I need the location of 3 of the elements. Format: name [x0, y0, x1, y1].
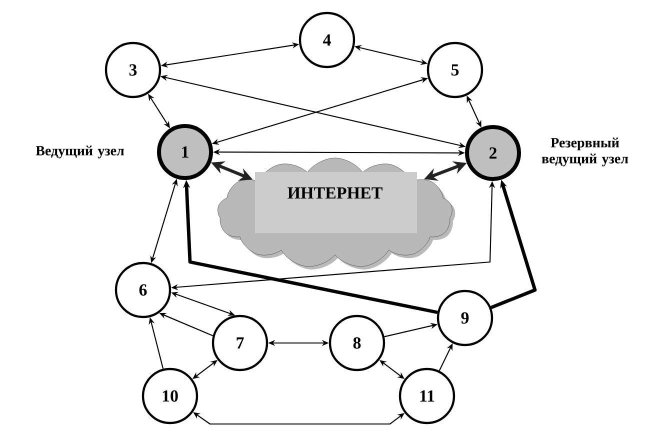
node-caption: Резервный ведущий узел — [542, 138, 628, 166]
node-caption: Ведущий узел — [36, 146, 124, 158]
cloud: ИНТЕРНЕТ — [218, 158, 456, 270]
